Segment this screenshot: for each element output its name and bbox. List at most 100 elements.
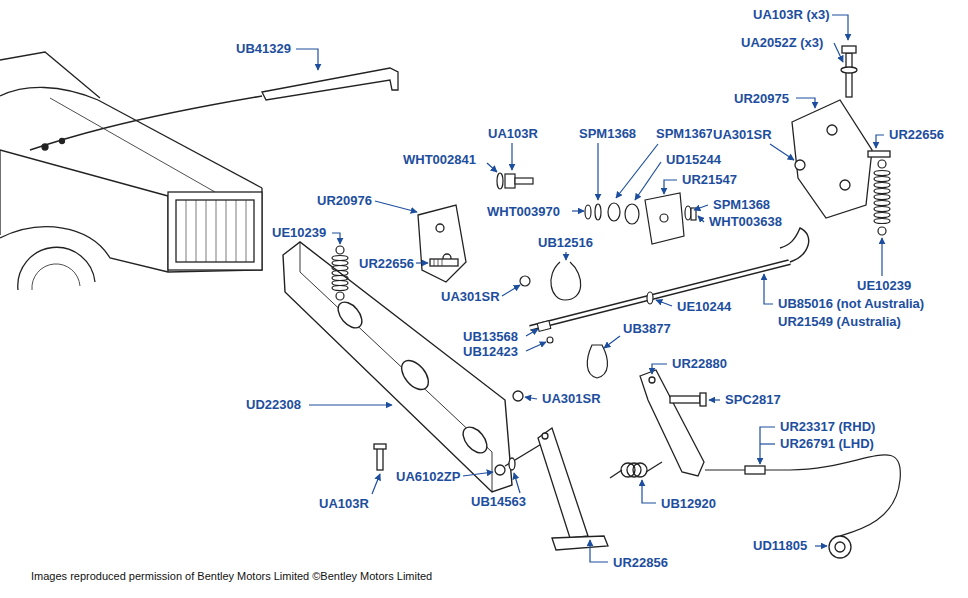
part-number: UA2052Z (x3) bbox=[740, 36, 824, 50]
part-number: WHT003970 bbox=[486, 205, 561, 219]
drawing-stroke bbox=[625, 204, 639, 224]
part-number: UR21549 (Australia) bbox=[777, 315, 902, 329]
leader-lines bbox=[296, 15, 884, 562]
part-number: SPM1368 bbox=[712, 198, 771, 212]
drawing-stroke bbox=[552, 536, 608, 550]
drawing-stroke bbox=[18, 247, 95, 290]
drawing-stroke bbox=[790, 455, 900, 536]
drawing-stroke bbox=[186, 200, 246, 262]
drawing-stroke bbox=[645, 193, 684, 244]
drawing-stroke bbox=[505, 174, 515, 188]
drawing-stroke bbox=[572, 210, 584, 211]
drawing-stroke bbox=[495, 465, 505, 475]
drawing-stroke bbox=[436, 224, 444, 232]
drawing-stroke bbox=[590, 540, 608, 562]
drawing-stroke bbox=[694, 205, 708, 210]
drawing-stroke bbox=[168, 192, 262, 270]
spring bbox=[874, 160, 890, 235]
part-number: UA103R bbox=[318, 497, 370, 511]
drawing-stroke bbox=[333, 298, 366, 333]
drawing-stroke bbox=[502, 285, 520, 296]
drawing-stroke bbox=[0, 150, 168, 196]
drawing-stroke bbox=[840, 180, 850, 190]
drawing-stroke bbox=[332, 256, 348, 261]
part-number: SPC2817 bbox=[724, 393, 782, 407]
part-number: UB12423 bbox=[462, 345, 519, 359]
drawing-stroke bbox=[530, 262, 790, 328]
drawing-stroke bbox=[642, 480, 656, 503]
drawing-stroke bbox=[372, 474, 380, 494]
part-number: UA6102ZP bbox=[395, 470, 461, 484]
cross-member bbox=[283, 242, 512, 492]
part-number: SPM1368 bbox=[578, 127, 637, 141]
part-number: WHT002841 bbox=[402, 153, 477, 167]
drawing-stroke bbox=[30, 96, 262, 150]
drawing-stroke bbox=[834, 43, 843, 62]
drawing-stroke bbox=[497, 173, 503, 189]
drawing-stroke bbox=[647, 292, 653, 304]
drawing-stroke bbox=[652, 364, 667, 374]
part-number: UA301SR bbox=[712, 128, 773, 142]
drawing-stroke bbox=[796, 98, 815, 108]
drawing-stroke bbox=[332, 266, 348, 271]
drawing-stroke bbox=[670, 396, 700, 403]
part-number: UA103R (x3) bbox=[752, 8, 831, 22]
drawing-stroke bbox=[709, 399, 720, 400]
drawing-stroke bbox=[375, 201, 417, 212]
drawing-stroke bbox=[525, 397, 537, 399]
drawing-stroke bbox=[458, 423, 491, 458]
part-number: UR23317 (RHD) bbox=[779, 420, 876, 434]
drawing-stroke bbox=[627, 463, 641, 477]
drawing-stroke bbox=[538, 428, 588, 538]
drawing-stroke bbox=[542, 433, 548, 439]
drawing-stroke bbox=[874, 177, 890, 182]
drawing-stroke bbox=[874, 207, 890, 212]
drawing-stroke bbox=[537, 321, 551, 332]
drawing-stroke bbox=[520, 276, 530, 286]
drawing-stroke bbox=[463, 472, 493, 476]
part-number: UD22308 bbox=[245, 398, 302, 412]
drawing-stroke bbox=[595, 204, 601, 220]
drawing-stroke bbox=[296, 49, 318, 70]
drawing-stroke bbox=[649, 377, 655, 383]
drawing-stroke bbox=[332, 261, 348, 266]
drawing-stroke bbox=[829, 536, 851, 558]
part-number: UR22656 bbox=[888, 128, 945, 142]
drawing-stroke bbox=[874, 219, 890, 224]
drawing-stroke bbox=[511, 143, 512, 170]
part-number: UD11805 bbox=[752, 539, 808, 553]
drawing-stroke bbox=[487, 163, 497, 172]
drawing-stroke bbox=[876, 135, 884, 148]
drawing-stroke bbox=[874, 171, 890, 176]
drawing-stroke bbox=[868, 151, 890, 157]
drawing-stroke bbox=[874, 195, 890, 200]
drawing-stroke bbox=[514, 473, 520, 493]
drawing-stroke bbox=[332, 276, 348, 281]
drawing-stroke bbox=[430, 259, 458, 266]
part-number: UA301SR bbox=[440, 290, 501, 304]
drawing-stroke bbox=[633, 463, 647, 477]
drawing-stroke bbox=[547, 337, 553, 343]
drawing-stroke bbox=[332, 286, 348, 291]
drawing-stroke bbox=[176, 200, 254, 262]
drawing-stroke bbox=[635, 162, 661, 200]
drawing-stroke bbox=[874, 189, 890, 194]
drawing-stroke bbox=[597, 143, 598, 200]
part-number: UB12516 bbox=[537, 236, 594, 250]
part-number: UB41329 bbox=[235, 42, 292, 56]
part-number: UR20976 bbox=[316, 194, 373, 208]
drawing-stroke bbox=[640, 370, 704, 476]
part-number: UR20975 bbox=[733, 92, 790, 106]
drawing-stroke bbox=[332, 281, 348, 286]
drawing-stroke bbox=[700, 393, 706, 406]
drawing-stroke bbox=[98, 100, 262, 188]
drawing-stroke bbox=[846, 53, 852, 97]
drawing-stroke bbox=[780, 228, 809, 262]
shaft bbox=[530, 228, 809, 378]
part-number: UB12920 bbox=[660, 497, 717, 511]
pedal bbox=[374, 391, 608, 550]
part-number: WHT003638 bbox=[708, 215, 783, 229]
drawing-stroke bbox=[416, 262, 428, 263]
spring bbox=[332, 246, 348, 300]
